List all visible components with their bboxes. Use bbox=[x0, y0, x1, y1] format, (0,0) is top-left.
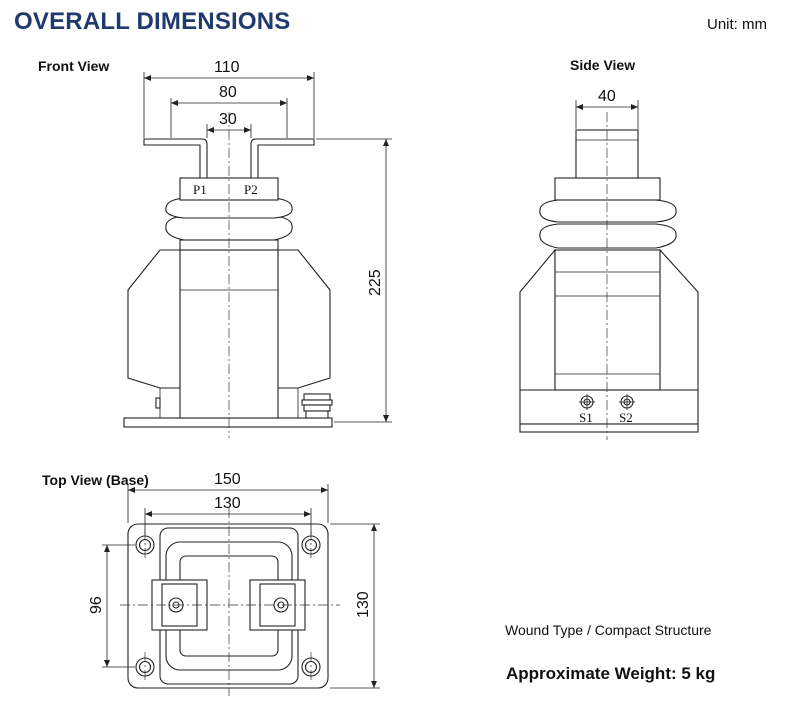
terminal-p1-bar bbox=[143, 138, 208, 179]
side-shed-upper bbox=[539, 199, 677, 223]
top-view: 150 130 96 130 bbox=[88, 471, 380, 696]
structure-note: Wound Type / Compact Structure bbox=[505, 622, 712, 638]
side-head bbox=[554, 177, 661, 201]
terminal-p1-label: P1 bbox=[193, 182, 207, 197]
dim-top-130-height: 130 bbox=[355, 591, 372, 618]
terminal-s1-label: S1 bbox=[579, 410, 593, 425]
side-shed-lower bbox=[539, 223, 677, 249]
dim-front-110: 110 bbox=[214, 59, 240, 76]
terminal-s2-label: S2 bbox=[619, 410, 633, 425]
dim-top-96: 96 bbox=[88, 596, 105, 614]
front-right-wing bbox=[277, 249, 331, 389]
page-title: OVERALL DIMENSIONS bbox=[14, 8, 291, 35]
side-base bbox=[519, 389, 699, 425]
secondary-terminal-s1 bbox=[579, 394, 595, 410]
weight-note: Approximate Weight: 5 kg bbox=[506, 664, 716, 683]
unit-label: Unit: mm bbox=[707, 16, 767, 33]
secondary-terminal-s2 bbox=[619, 394, 635, 410]
front-left-wing bbox=[127, 249, 181, 389]
dim-top-130-width: 130 bbox=[214, 495, 241, 512]
terminal-p2-label: P2 bbox=[244, 182, 258, 197]
dim-front-80: 80 bbox=[219, 84, 237, 101]
side-view-label: Side View bbox=[570, 57, 636, 73]
dim-side-40: 40 bbox=[598, 88, 616, 105]
earth-bolt bbox=[303, 393, 331, 401]
side-right-wing bbox=[659, 248, 699, 391]
top-view-label: Top View (Base) bbox=[42, 472, 149, 488]
front-base-plate bbox=[123, 417, 333, 428]
front-view-label: Front View bbox=[38, 58, 110, 74]
side-view: S1 S2 40 bbox=[519, 88, 699, 440]
dim-top-150: 150 bbox=[214, 471, 241, 488]
dim-front-225: 225 bbox=[367, 269, 384, 296]
front-view: P1 P2 110 80 30 225 bbox=[123, 59, 392, 438]
terminal-p2-bar bbox=[250, 138, 315, 179]
side-left-wing bbox=[519, 248, 556, 391]
dim-front-30: 30 bbox=[219, 111, 237, 128]
side-core bbox=[554, 249, 661, 391]
